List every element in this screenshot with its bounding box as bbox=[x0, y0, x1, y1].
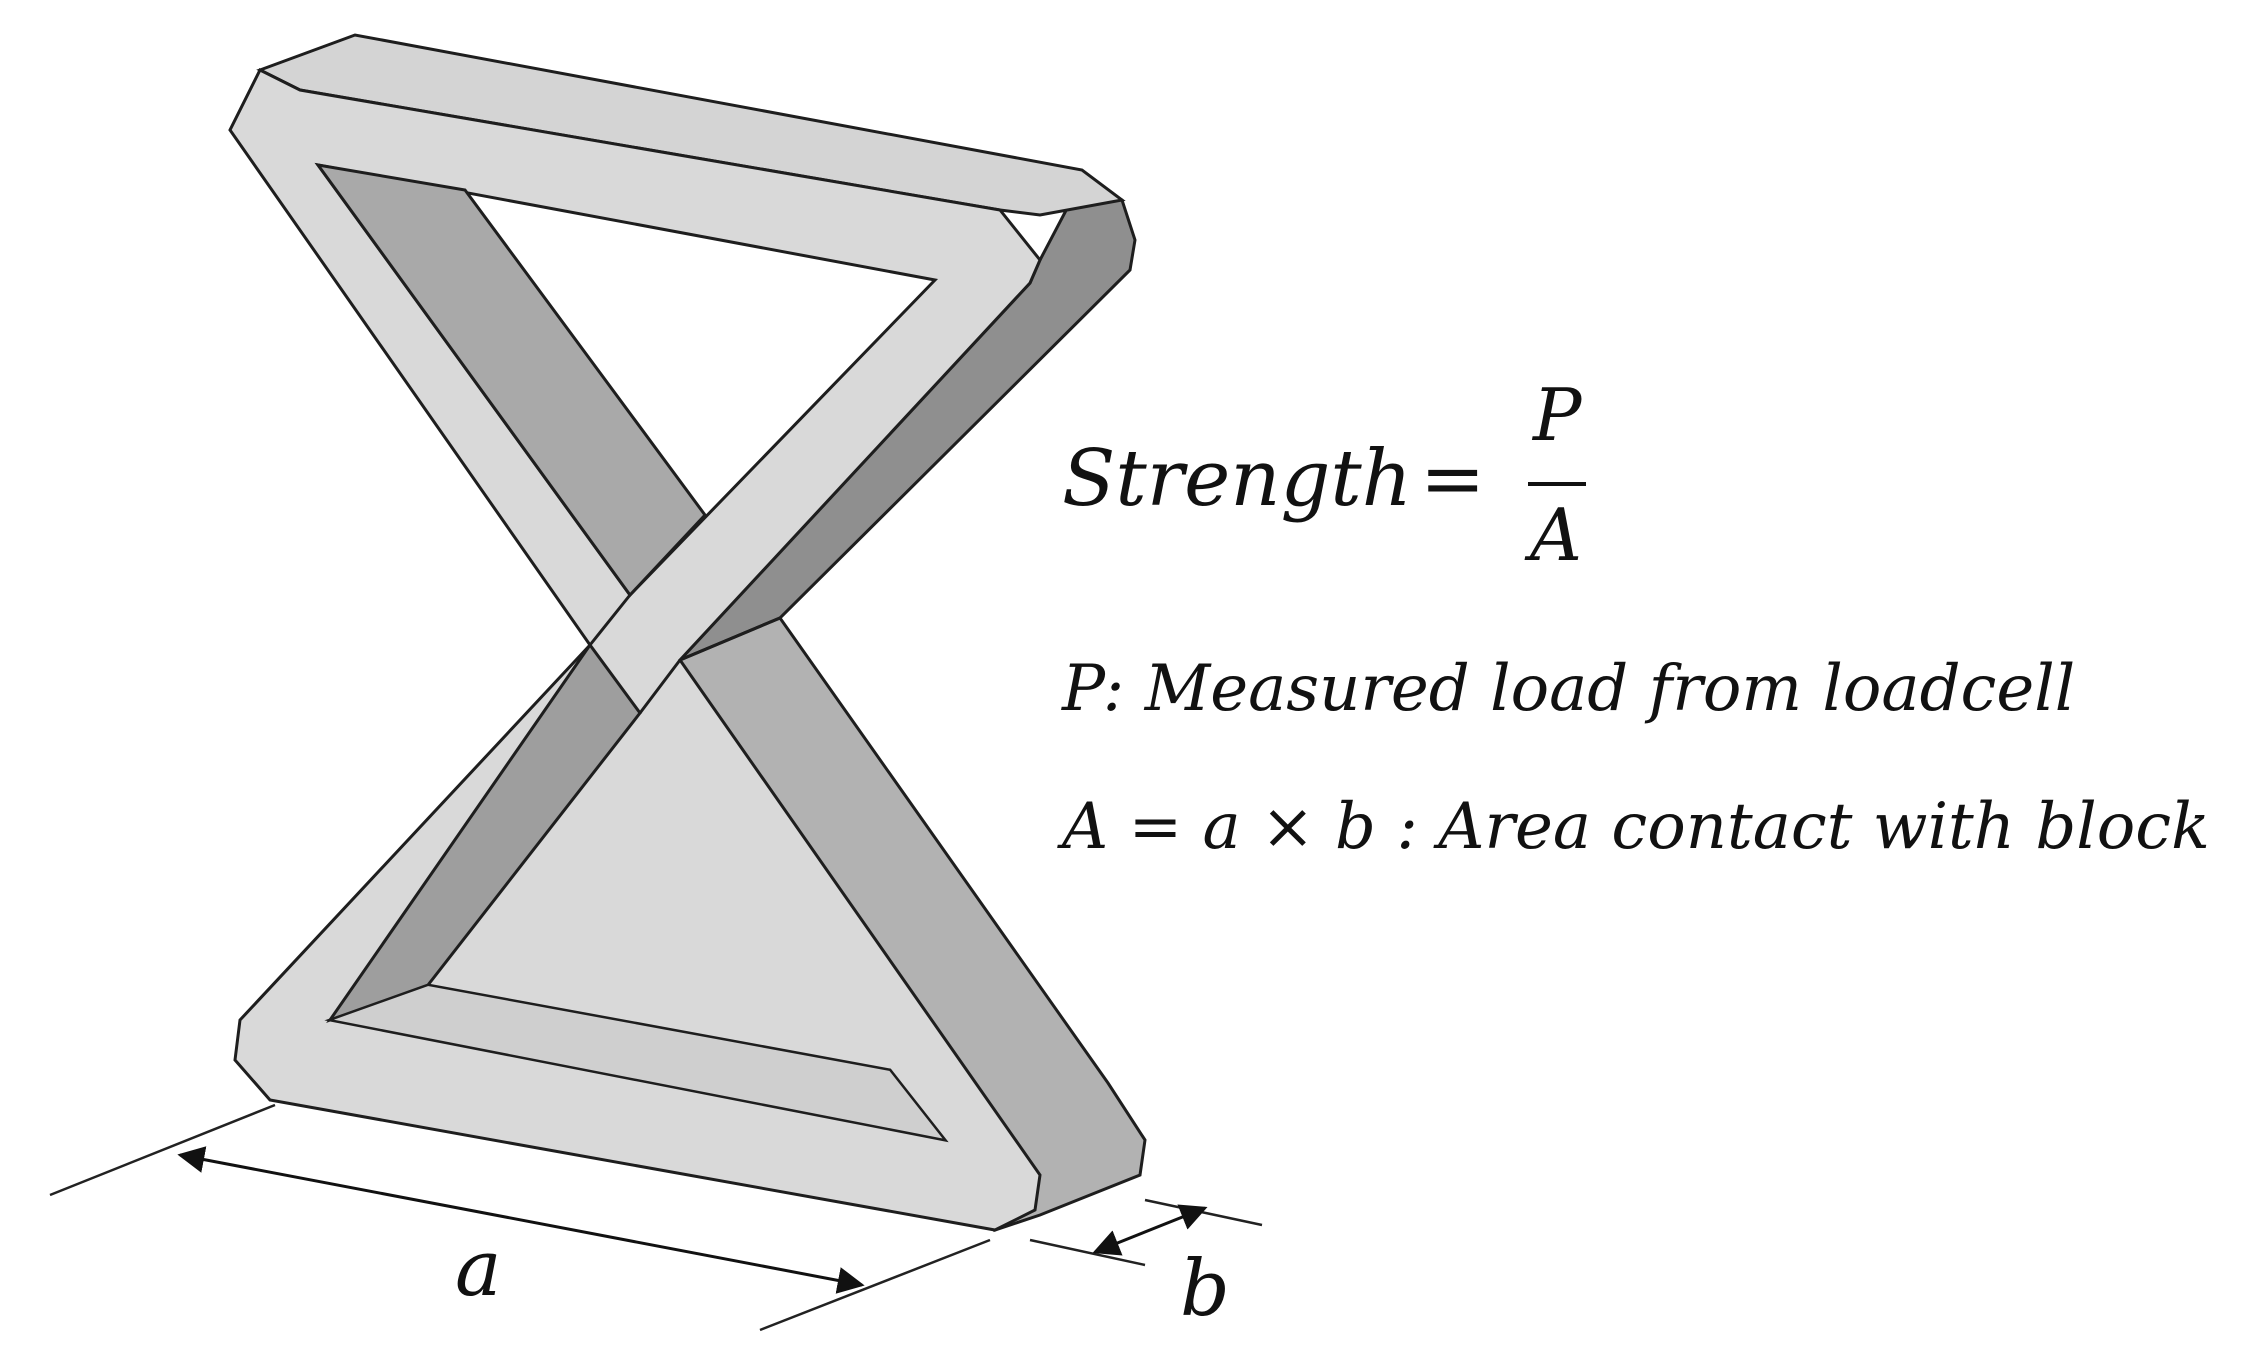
dimension-arrow-a bbox=[177, 1146, 865, 1294]
formula-numerator: P bbox=[1531, 373, 1583, 457]
lower-hole-inner-wall-right bbox=[326, 983, 948, 1142]
formula-denominator: A bbox=[1524, 493, 1582, 577]
definition-a: A = a × b : Area contact with block bbox=[1057, 790, 2210, 864]
upper-hole-inner-wall bbox=[314, 162, 707, 598]
dimension-label-b: b bbox=[1180, 1244, 1230, 1334]
extension-line-left bbox=[49, 1103, 276, 1197]
definition-p: P: Measured load from loadcell bbox=[1061, 652, 2075, 726]
hourglass-specimen bbox=[228, 33, 1147, 1233]
center-cross-edge bbox=[588, 594, 781, 714]
formula-equals: = bbox=[1420, 434, 1485, 524]
extension-line-b-back bbox=[1144, 1198, 1263, 1227]
dimension-b: b bbox=[1029, 1198, 1263, 1334]
formula-lhs: Strength bbox=[1062, 434, 1412, 524]
extension-line-right bbox=[759, 1238, 991, 1332]
dimension-label-a: a bbox=[455, 1224, 502, 1314]
extension-line-b-front bbox=[1029, 1238, 1146, 1267]
dimension-a: a bbox=[49, 1103, 991, 1332]
dimension-arrow-b bbox=[1092, 1204, 1208, 1256]
strength-formula: Strength = P A bbox=[1062, 373, 1586, 577]
